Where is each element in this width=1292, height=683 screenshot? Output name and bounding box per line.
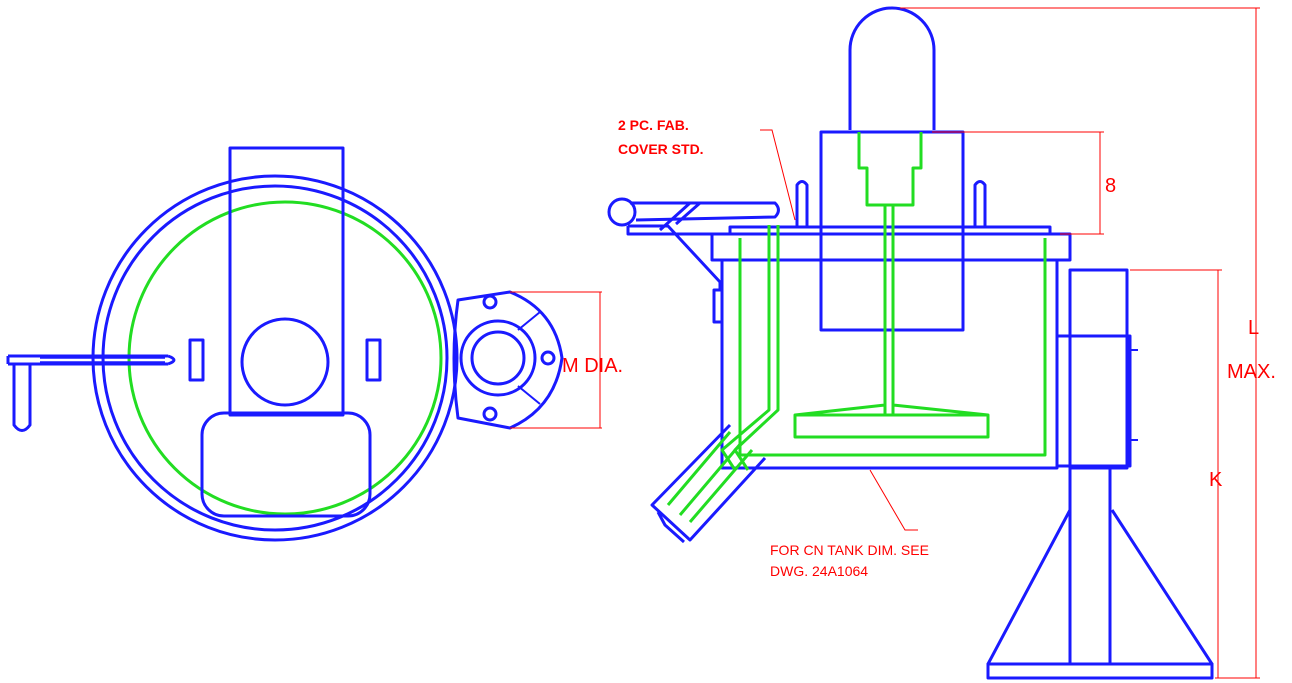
drive-box-tabs — [1130, 349, 1138, 441]
agitator-shaft — [794, 205, 989, 417]
flange-ribs — [517, 311, 541, 405]
handle-inner-lines — [40, 357, 165, 363]
cover-handle-right — [973, 180, 987, 228]
m-dia-label: M DIA. — [562, 355, 623, 377]
flange-body — [452, 290, 564, 430]
shaft-circle — [240, 317, 330, 407]
stand-post — [1068, 466, 1112, 666]
note-line2: DWG. 24A1064 — [770, 563, 868, 579]
cover-label-line2: COVER STD. — [618, 141, 704, 157]
flange-inner-bore — [470, 330, 526, 386]
cover-leader — [760, 129, 796, 221]
dimension-8 — [932, 131, 1104, 235]
m-dia-dimension — [510, 291, 602, 429]
flange-outer-bore — [459, 319, 537, 397]
dimension-k — [1130, 269, 1222, 678]
internal-liner — [738, 238, 1047, 457]
flange-bolt-right — [540, 350, 556, 366]
handle-grip — [12, 364, 32, 432]
dimension-8-label: 8 — [1105, 175, 1116, 197]
tank-wall-green — [127, 200, 443, 516]
coupling — [857, 132, 923, 207]
agitator-blade — [793, 413, 990, 439]
outlet-pipe — [650, 423, 767, 542]
lever-arm — [630, 201, 780, 222]
left-slot — [188, 338, 205, 382]
dimension-l-label: L — [1248, 317, 1259, 339]
lever-bracket — [626, 201, 722, 290]
motor-bridge — [228, 146, 345, 417]
stand-foot — [986, 662, 1214, 680]
note-line1: FOR CN TANK DIM. SEE — [770, 542, 929, 558]
drive-housing — [200, 411, 372, 518]
dimension-k-label: K — [1209, 469, 1223, 491]
cover-handle-left — [795, 180, 809, 228]
dimension-l — [900, 7, 1260, 679]
dimension-max-label: MAX. — [1227, 361, 1276, 383]
lever-knob — [607, 197, 637, 227]
handle-bar — [6, 354, 176, 366]
top-view — [6, 146, 602, 542]
tank-side-tab — [712, 288, 722, 324]
cover-top-lip — [728, 225, 1052, 234]
note-leader — [869, 469, 918, 531]
stand-base — [986, 509, 1214, 666]
cover-plate — [710, 232, 1072, 262]
cover-label-line1: 2 PC. FAB. — [618, 117, 689, 133]
internal-drain — [666, 431, 754, 523]
outlet-flange — [656, 511, 686, 544]
drive-box — [1055, 334, 1132, 468]
right-slot — [365, 338, 382, 382]
motor-cylinder — [848, 6, 936, 130]
drive-column — [1068, 268, 1129, 470]
flange-bolt-top — [482, 294, 498, 310]
flange-bolt-bottom — [482, 406, 498, 422]
side-view — [607, 6, 1260, 680]
